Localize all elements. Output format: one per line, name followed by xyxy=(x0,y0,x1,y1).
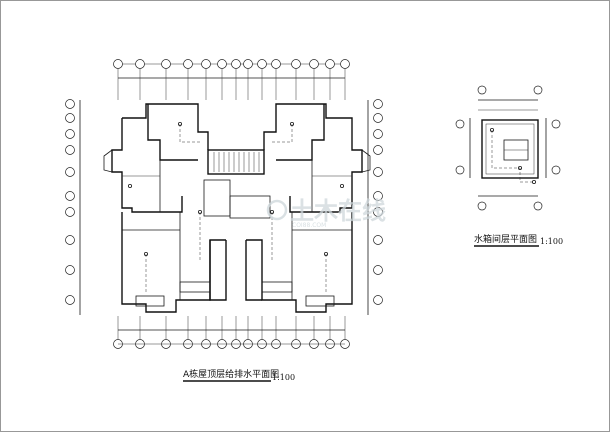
main-plan-top-grid-bubbles xyxy=(113,59,350,100)
tank-plan-dimensions xyxy=(469,99,547,197)
tank-grid-bubble xyxy=(533,85,543,95)
tank-grid-bubble xyxy=(533,201,543,211)
top-grid-bubble xyxy=(291,59,301,69)
tank-plan-grid-bubbles xyxy=(455,85,561,211)
tank-plan-title: 水箱间层平面图 xyxy=(474,233,537,245)
left-grid-bubble xyxy=(65,191,75,201)
tank-plan-title-block: 水箱间层平面图 1:100 xyxy=(474,233,563,247)
right-grid-bubble xyxy=(373,235,383,245)
watermark: 土木在线 COI88.COM xyxy=(266,197,386,229)
main-plan-side-dimensions xyxy=(79,100,369,315)
left-grid-bubble xyxy=(65,167,75,177)
top-grid-bubble xyxy=(183,59,193,69)
watermark-subtext: COI88.COM xyxy=(292,222,326,229)
main-plan-scale: 1:100 xyxy=(272,373,295,382)
tank-grid-bubble xyxy=(455,165,465,175)
left-grid-bubble xyxy=(65,99,75,109)
top-grid-bubble xyxy=(113,59,123,69)
main-plan-building-outline xyxy=(103,103,371,313)
right-grid-bubble xyxy=(373,113,383,123)
right-grid-bubble xyxy=(373,207,383,217)
tank-grid-bubble xyxy=(477,201,487,211)
left-grid-bubble xyxy=(65,235,75,245)
top-grid-bubble xyxy=(243,59,253,69)
right-grid-bubble xyxy=(373,145,383,155)
left-grid-bubble xyxy=(65,295,75,305)
main-plan-bottom-grid-bubbles xyxy=(113,316,350,349)
main-plan-bottom-dimensions xyxy=(118,329,345,345)
watermark-text: 土木在线 xyxy=(290,197,386,225)
top-grid-bubble xyxy=(135,59,145,69)
tank-plan-scale: 1:100 xyxy=(540,237,563,246)
tank-grid-bubble xyxy=(477,85,487,95)
top-grid-bubble xyxy=(309,59,319,69)
top-grid-bubble xyxy=(161,59,171,69)
main-plan-title: A栋屋顶层给排水平面图 xyxy=(183,368,279,380)
right-grid-bubble xyxy=(373,191,383,201)
right-grid-bubble xyxy=(373,129,383,139)
top-grid-bubble xyxy=(340,59,350,69)
left-grid-bubble xyxy=(65,207,75,217)
tank-grid-bubble xyxy=(551,119,561,129)
top-grid-bubble xyxy=(271,59,281,69)
main-plan-right-grid-bubbles xyxy=(373,99,383,305)
left-grid-bubble xyxy=(65,129,75,139)
right-grid-bubble xyxy=(373,295,383,305)
top-grid-bubble xyxy=(217,59,227,69)
top-grid-bubble xyxy=(231,59,241,69)
left-grid-bubble xyxy=(65,265,75,275)
left-grid-bubble xyxy=(65,113,75,123)
right-grid-bubble xyxy=(373,99,383,109)
right-grid-bubble xyxy=(373,265,383,275)
top-grid-bubble xyxy=(325,59,335,69)
tank-grid-bubble xyxy=(551,165,561,175)
left-grid-bubble xyxy=(65,145,75,155)
right-grid-bubble xyxy=(373,167,383,177)
tank-grid-bubble xyxy=(455,119,465,129)
main-plan-title-block: A栋屋顶层给排水平面图 1:100 xyxy=(183,368,295,382)
top-grid-bubble xyxy=(257,59,267,69)
main-plan-left-grid-bubbles xyxy=(65,99,75,305)
top-grid-bubble xyxy=(201,59,211,69)
tank-plan-outline xyxy=(481,119,539,184)
